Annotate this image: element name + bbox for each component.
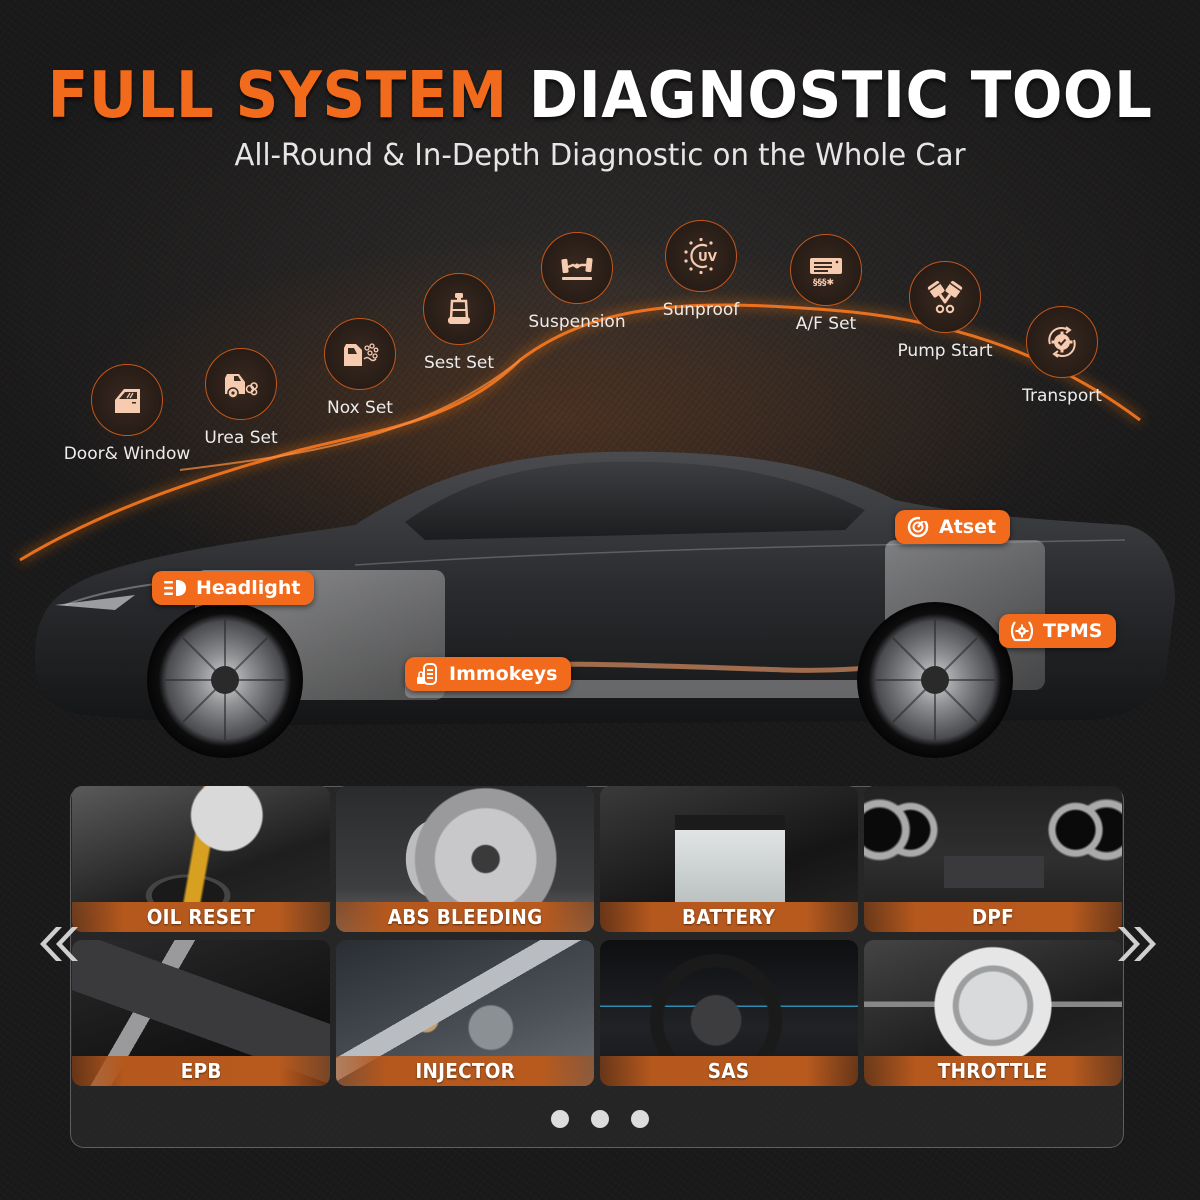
tile-dpf[interactable]: DPF [864, 786, 1122, 932]
tile-sas[interactable]: SAS [600, 940, 858, 1086]
uv-sun-icon: UV [684, 237, 718, 275]
feature-door-window[interactable]: Door& Window [62, 364, 192, 464]
feature-urea-set[interactable]: Urea Set [176, 348, 306, 448]
feature-label: Sest Set [423, 353, 495, 373]
carousel-next-button[interactable] [1114, 918, 1164, 970]
page-dot-1[interactable] [551, 1110, 569, 1128]
feature-af-set[interactable]: §§§✱ A/F Set [761, 234, 891, 334]
tile-label: DPF [971, 905, 1015, 929]
tile-label: BATTERY [682, 905, 776, 929]
carousel-pagination [0, 1110, 1200, 1128]
feature-label: Sunproof [662, 300, 740, 320]
tile-battery[interactable]: BATTERY [600, 786, 858, 932]
title-accent: FULL SYSTEM [47, 59, 508, 133]
feature-label: Pump Start [897, 341, 993, 361]
feature-label: Suspension [528, 312, 626, 332]
car-cutaway-image [35, 451, 1175, 758]
tile-abs-bleeding[interactable]: ABS BLEEDING [336, 786, 594, 932]
car-door-icon [115, 389, 140, 413]
tile-injector[interactable]: INJECTOR [336, 940, 594, 1086]
car-emission-icon [344, 343, 379, 366]
feature-nox-set[interactable]: Nox Set [295, 318, 425, 418]
tile-label: OIL RESET [146, 905, 256, 929]
carousel-prev-button[interactable] [32, 918, 82, 970]
tag-headlight[interactable]: Headlight [152, 571, 315, 605]
car-exhaust-icon [225, 374, 258, 399]
feature-sunproof[interactable]: UV Sunproof [636, 220, 766, 320]
tag-label: Headlight [196, 577, 301, 599]
power-reset-icon [907, 516, 929, 538]
tile-label: EPB [180, 1059, 222, 1083]
tag-label: Atset [939, 516, 997, 538]
feature-label: A/F Set [795, 314, 857, 334]
title-main: DIAGNOSTIC TOOL [528, 59, 1153, 133]
feature-transport[interactable]: Transport [997, 306, 1127, 406]
function-grid: OIL RESET ABS BLEEDING BATTERY DPF EPB I… [72, 786, 1122, 1086]
tag-tpms[interactable]: TPMS [999, 614, 1117, 648]
gear-refresh-icon [1048, 326, 1076, 358]
key-lock-icon [417, 663, 437, 685]
feature-pump-start[interactable]: Pump Start [880, 261, 1010, 361]
feature-seat-set[interactable]: Sest Set [394, 273, 524, 373]
tile-label: SAS [708, 1059, 750, 1083]
tag-atset[interactable]: Atset [895, 510, 1011, 544]
tag-label: Immokeys [449, 663, 558, 685]
page-subtitle: All-Round & In-Depth Diagnostic on the W… [234, 138, 966, 173]
tile-throttle[interactable]: THROTTLE [864, 940, 1122, 1086]
tile-label: INJECTOR [415, 1059, 515, 1083]
tag-immokeys[interactable]: Immokeys [405, 657, 572, 691]
tag-label: TPMS [1043, 620, 1103, 642]
tile-label: ABS BLEEDING [387, 905, 543, 929]
double-chevron-left-icon [40, 927, 78, 961]
page-dot-3[interactable] [631, 1110, 649, 1128]
page-title: FULL SYSTEM DIAGNOSTIC TOOL [42, 58, 1158, 134]
air-conditioner-icon: §§§✱ [810, 258, 842, 288]
feature-suspension[interactable]: Suspension [512, 232, 642, 332]
page-dot-2[interactable] [591, 1110, 609, 1128]
headlight-icon [164, 580, 186, 596]
tire-pressure-icon [1010, 621, 1034, 642]
feature-label: Urea Set [204, 428, 278, 448]
suspension-axle-icon [561, 257, 593, 280]
header: FULL SYSTEM DIAGNOSTIC TOOL All-Round & … [0, 58, 1200, 173]
car-seat-icon [448, 293, 470, 324]
feature-label: Door& Window [63, 444, 191, 464]
svg-text:§§§✱: §§§✱ [813, 278, 834, 288]
tile-epb[interactable]: EPB [72, 940, 330, 1086]
tile-label: THROTTLE [938, 1059, 1048, 1083]
tile-oil-reset[interactable]: OIL RESET [72, 786, 330, 932]
feature-label: Transport [1022, 386, 1102, 406]
double-chevron-right-icon [1118, 927, 1156, 961]
feature-label: Nox Set [327, 398, 393, 418]
pistons-icon [927, 280, 963, 314]
svg-text:UV: UV [698, 250, 718, 264]
